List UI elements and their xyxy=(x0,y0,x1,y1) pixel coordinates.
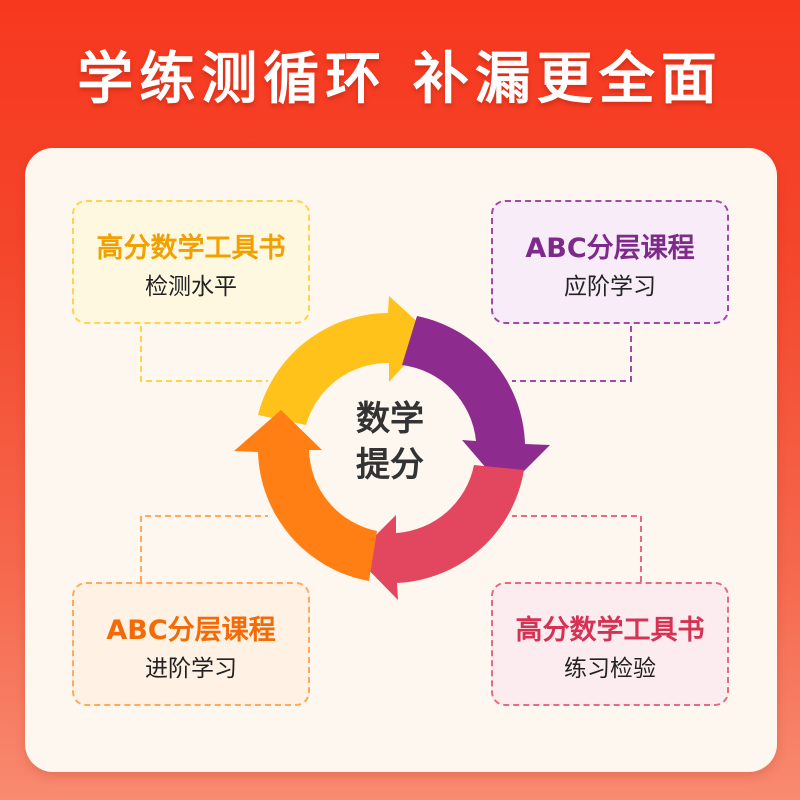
card-bottom-right: 高分数学工具书 练习检验 xyxy=(491,582,729,706)
connector-bottom-left xyxy=(140,515,268,582)
center-label: 数学 提分 xyxy=(330,396,450,488)
cycle-arrow-red xyxy=(355,465,524,600)
cycle-arrow-yellow xyxy=(258,296,432,425)
card-top-left: 高分数学工具书 检测水平 xyxy=(72,200,310,324)
card-title: 高分数学工具书 xyxy=(96,233,286,264)
card-title: ABC分层课程 xyxy=(525,233,695,264)
card-title: ABC分层课程 xyxy=(106,615,276,646)
cycle-arrow-orange xyxy=(234,410,377,581)
center-label-line2: 提分 xyxy=(356,445,424,485)
connector-top-left xyxy=(140,326,268,382)
card-bottom-left: ABC分层课程 进阶学习 xyxy=(72,582,310,706)
card-title: 高分数学工具书 xyxy=(515,615,705,646)
card-subtitle: 应阶学习 xyxy=(564,274,656,300)
card-subtitle: 检测水平 xyxy=(145,274,237,300)
cycle-arrow-purple xyxy=(402,316,550,490)
card-top-right: ABC分层课程 应阶学习 xyxy=(491,200,729,324)
connector-bottom-right xyxy=(512,515,642,582)
connector-top-right xyxy=(512,326,632,382)
card-subtitle: 练习检验 xyxy=(564,656,656,682)
banner-title: 学练测循环 补漏更全面 xyxy=(77,47,723,112)
card-subtitle: 进阶学习 xyxy=(145,656,237,682)
center-label-line1: 数学 xyxy=(356,399,424,439)
